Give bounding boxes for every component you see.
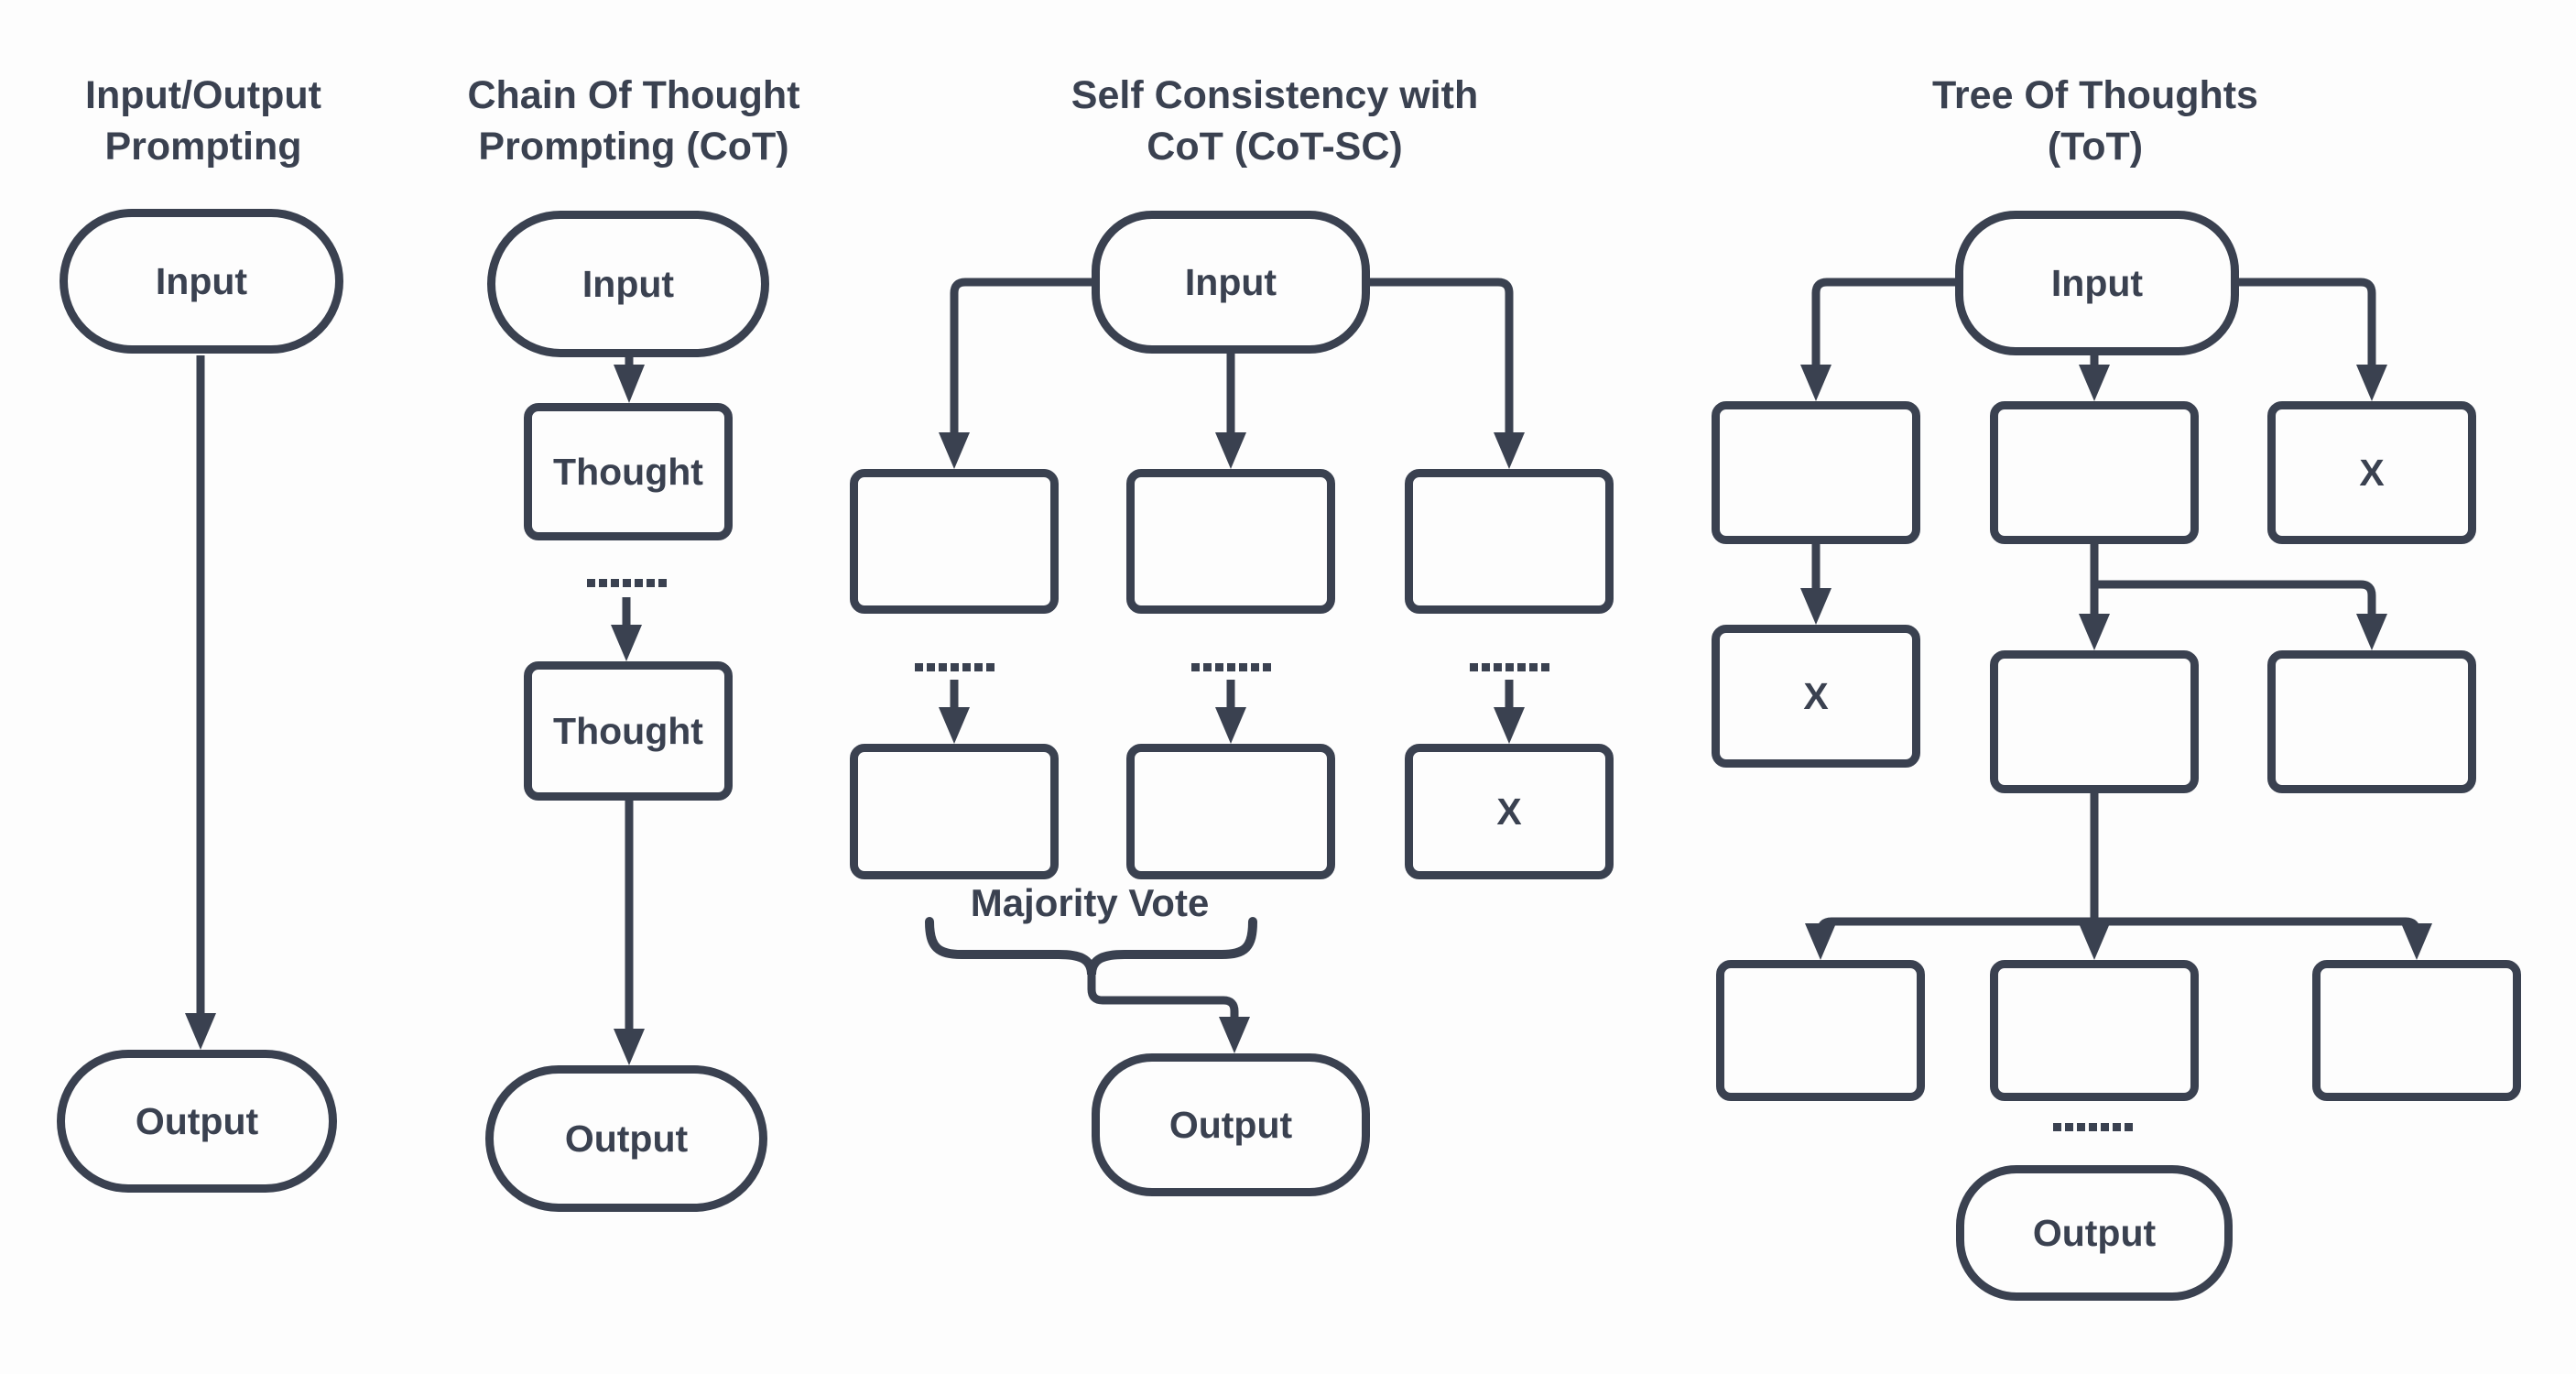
tot-row2mid-arrowhead (2079, 614, 2110, 650)
cotsc-right-ellipsis-dots (1470, 663, 1549, 671)
cot-input-node: Input (487, 211, 769, 357)
io-output-label: Output (135, 1099, 259, 1142)
tot-row1-box1 (1712, 401, 1920, 544)
majority-vote-label: Majority Vote (970, 881, 1210, 924)
cotsc-rejected-label: X (1496, 790, 1522, 833)
cotsc-output-arrowhead (1219, 1017, 1250, 1053)
column-title-cot: Chain Of Thought Prompting (CoT) (467, 70, 799, 172)
tot-row3-box2 (1990, 960, 2199, 1101)
cotsc-row1-box1 (850, 469, 1059, 614)
cot-thought1-node: Thought (524, 403, 733, 540)
cot-output-node: Output (485, 1065, 767, 1212)
cot-output-label: Output (564, 1117, 689, 1160)
cotsc-title-line2: CoT (CoT-SC) (1147, 125, 1403, 169)
tot-input-to-left-branch (1811, 278, 1955, 366)
cotsc-output-label: Output (1168, 1103, 1293, 1146)
cotsc-row1-box2 (1126, 469, 1335, 614)
tot-row3mid-arrowhead (2079, 923, 2110, 960)
cot-ellipsis-dots (587, 579, 667, 587)
cot-dots-to-thought2-arrowhead (611, 625, 642, 661)
tot-left-branch-arrowhead (1800, 365, 1831, 401)
io-input-label: Input (155, 259, 248, 302)
cotsc-row2-box1 (850, 744, 1059, 879)
io-title-line1: Input/Output (85, 73, 321, 117)
cotsc-mid-dots-arrowhead (1215, 707, 1246, 744)
column-title-io: Input/Output Prompting (85, 70, 321, 172)
cot-title-line1: Chain Of Thought (467, 73, 800, 117)
tot-rejected-mid-label: X (1803, 674, 1829, 717)
tot-ellipsis-dots (2053, 1123, 2133, 1131)
io-title-line2: Prompting (104, 125, 302, 169)
tot-row2-box3 (2267, 650, 2476, 793)
tot-row3right-arrowhead (2401, 923, 2432, 960)
tot-mid-branch-arrowhead (2079, 365, 2110, 401)
cotsc-title-line1: Self Consistency with (1071, 73, 1479, 117)
tot-title-line1: Tree Of Thoughts (1932, 73, 2258, 117)
tot-row3left-arrowhead (1805, 923, 1836, 960)
cotsc-left-ellipsis-dots (915, 663, 995, 671)
io-input-node: Input (60, 209, 343, 354)
cot-input-label: Input (582, 262, 675, 305)
column-title-tot: Tree Of Thoughts (ToT) (1932, 70, 2258, 172)
cotsc-row2-box2 (1126, 744, 1335, 879)
io-input-to-output-arrowhead (185, 1013, 216, 1050)
tot-distributor-bar (1816, 917, 2421, 933)
io-output-node: Output (57, 1050, 337, 1193)
cotsc-input-to-right-branch (1370, 278, 1514, 434)
cotsc-input-to-left-branch (950, 278, 1092, 434)
cotsc-input-node: Input (1092, 211, 1370, 354)
tot-row3-box1 (1716, 960, 1925, 1101)
tot-input-to-right-branch (2239, 278, 2376, 366)
cot-thought2-to-output-arrowhead (614, 1029, 645, 1065)
tot-row1mid-right-branch (2094, 580, 2376, 616)
tot-rejected-top-label: X (2359, 451, 2385, 494)
tot-title-line2: (ToT) (2047, 125, 2144, 169)
cotsc-mid-ellipsis-dots (1191, 663, 1271, 671)
cotsc-right-dots-arrowhead (1494, 707, 1525, 744)
cot-input-to-thought1-arrowhead (614, 365, 645, 403)
tot-row2-box2 (1990, 650, 2199, 793)
tot-row2-box1-rejected: X (1712, 625, 1920, 768)
cotsc-right-branch-arrowhead (1494, 432, 1525, 469)
cotsc-left-dots-arrowhead (939, 707, 970, 744)
tot-input-label: Input (2050, 261, 2144, 304)
cotsc-row1-box3 (1405, 469, 1614, 614)
tot-output-label: Output (2032, 1211, 2157, 1254)
tot-right-branch-arrowhead (2356, 365, 2387, 401)
tot-row1-box3-rejected: X (2267, 401, 2476, 544)
cot-thought2-node: Thought (524, 661, 733, 801)
tot-row2right-arrowhead (2356, 614, 2387, 650)
majority-vote-brace (925, 917, 1257, 976)
cotsc-input-label: Input (1184, 260, 1277, 303)
tot-row3-box3 (2312, 960, 2521, 1101)
cot-thought1-label: Thought (553, 450, 703, 493)
cotsc-left-branch-arrowhead (939, 432, 970, 469)
cot-title-line2: Prompting (CoT) (478, 125, 789, 169)
cotsc-brace-to-output-connector (1087, 969, 1239, 1019)
cotsc-mid-branch-arrowhead (1215, 432, 1246, 469)
tot-output-node: Output (1956, 1165, 2233, 1301)
tot-row1-box2 (1990, 401, 2199, 544)
tot-input-node: Input (1955, 211, 2239, 355)
cot-thought2-label: Thought (553, 709, 703, 752)
column-title-cotsc: Self Consistency with CoT (CoT-SC) (1071, 70, 1478, 172)
cotsc-row2-box3-rejected: X (1405, 744, 1614, 879)
tot-row1left-to-row2-arrowhead (1800, 588, 1831, 625)
cotsc-output-node: Output (1092, 1053, 1370, 1196)
